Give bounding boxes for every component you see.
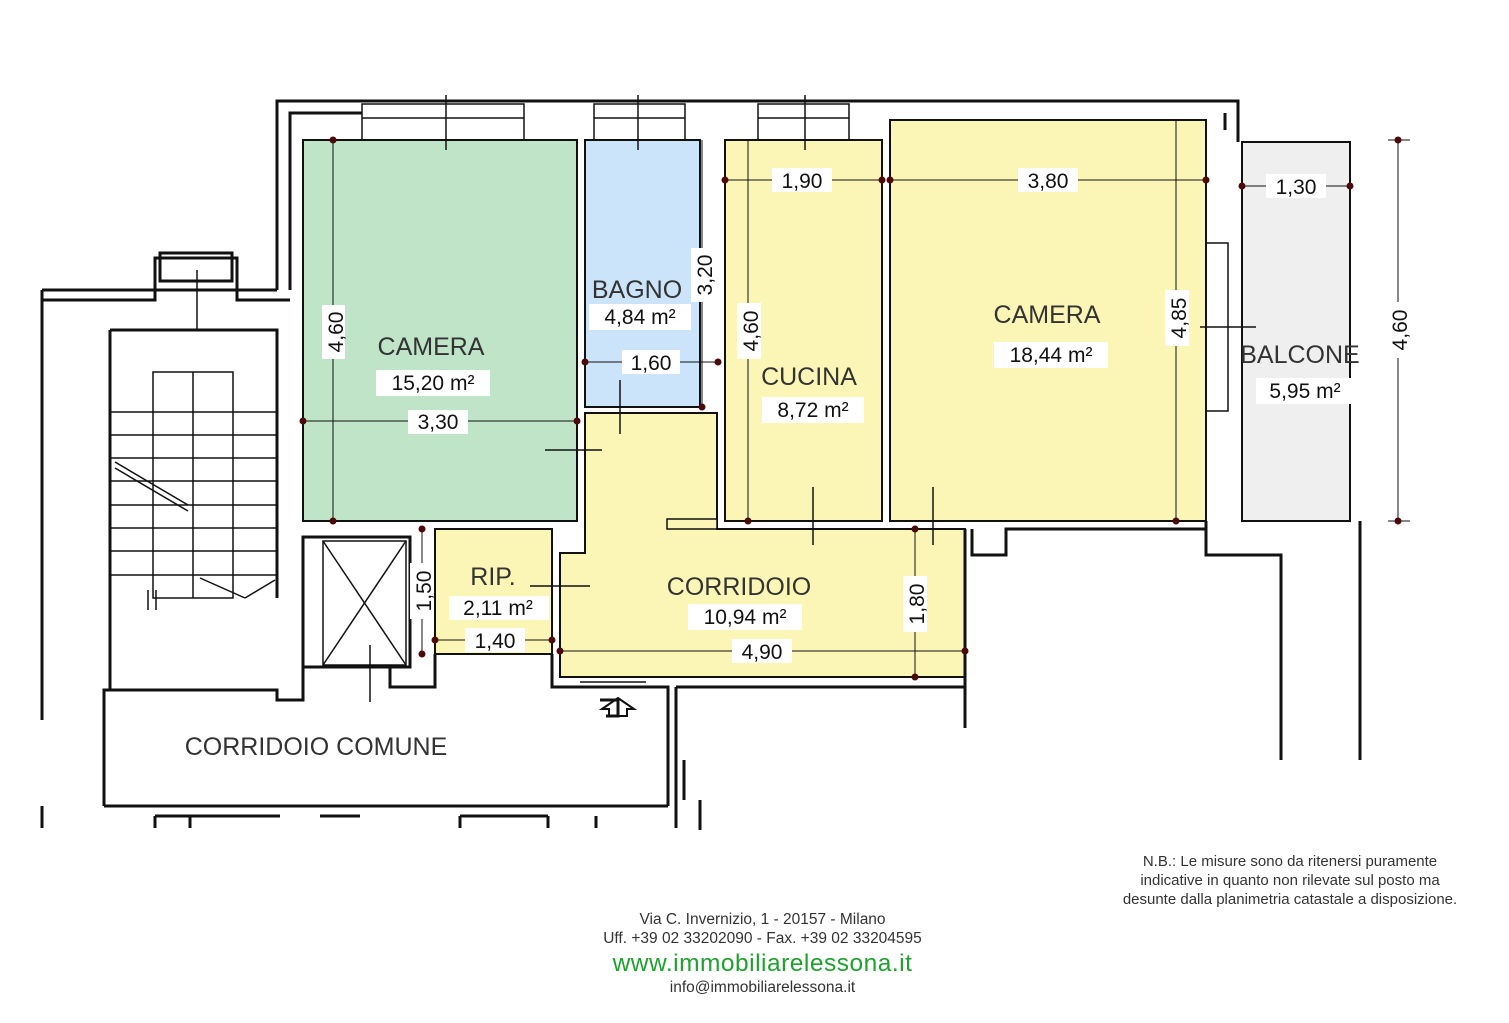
dim-corridoio-height: 1,80 [906, 584, 929, 625]
footer-address-block: Via C. Invernizio, 1 - 20157 - Milano Uf… [470, 910, 1055, 948]
room-balcone-label: BALCONE [1240, 341, 1359, 369]
dim-cucina-height: 4,60 [740, 311, 763, 352]
room-camera-1-area: 15,20 m² [392, 372, 475, 395]
disclaimer-note: N.B.: Le misure sono da ritenersi purame… [1122, 853, 1458, 908]
dim-rip-height: 1,50 [413, 571, 436, 612]
footer-email[interactable]: info@immobiliarelessona.it [669, 979, 856, 996]
room-balcone-fill [1241, 141, 1351, 522]
dim-camera2-height: 4,85 [1168, 298, 1191, 339]
stairs [110, 411, 277, 599]
dim-corridoio-width: 4,90 [742, 641, 783, 664]
room-rip-area: 2,11 m² [463, 597, 533, 620]
dim-balcone-height: 4,60 [1389, 310, 1412, 351]
room-corridoio-label: CORRIDOIO [667, 573, 811, 601]
footer-phone: Uff. +39 02 33202090 - Fax. +39 02 33204… [603, 930, 922, 947]
room-corridoio-comune-label: CORRIDOIO COMUNE [185, 733, 448, 761]
room-camera-2-area: 18,44 m² [1010, 344, 1093, 367]
dim-camera1-height: 4,60 [325, 312, 348, 353]
dim-camera1-width: 3,30 [418, 411, 459, 434]
dim-balcone-width: 1,30 [1276, 176, 1317, 199]
walls [40, 95, 1362, 830]
dim-bagno-width: 1,60 [631, 352, 672, 375]
dim-cucina-width: 1,90 [782, 170, 823, 193]
room-camera-1-fill [302, 139, 578, 522]
room-rip-label: RIP. [470, 563, 515, 591]
room-camera-2-label: CAMERA [994, 301, 1101, 329]
footer-address: Via C. Invernizio, 1 - 20157 - Milano [639, 911, 886, 928]
room-corridoio-area: 10,94 m² [704, 606, 787, 629]
room-cucina-label: CUCINA [761, 363, 857, 391]
dim-bagno-height: 3,20 [694, 255, 717, 296]
dim-camera2-width: 3,80 [1028, 170, 1069, 193]
room-bagno-label: BAGNO [592, 276, 682, 304]
room-cucina-area: 8,72 m² [777, 399, 848, 422]
room-bagno-area: 4,84 m² [604, 306, 675, 329]
room-camera-1-label: CAMERA [378, 333, 485, 361]
room-balcone-area: 5,95 m² [1269, 380, 1340, 403]
dim-rip-width: 1,40 [475, 630, 516, 653]
floor-plan: 4,60 3,30 1,60 3,20 1,90 4,60 3,80 4,85 … [40, 95, 1412, 830]
footer-website[interactable]: www.immobiliarelessona.it [612, 950, 913, 977]
